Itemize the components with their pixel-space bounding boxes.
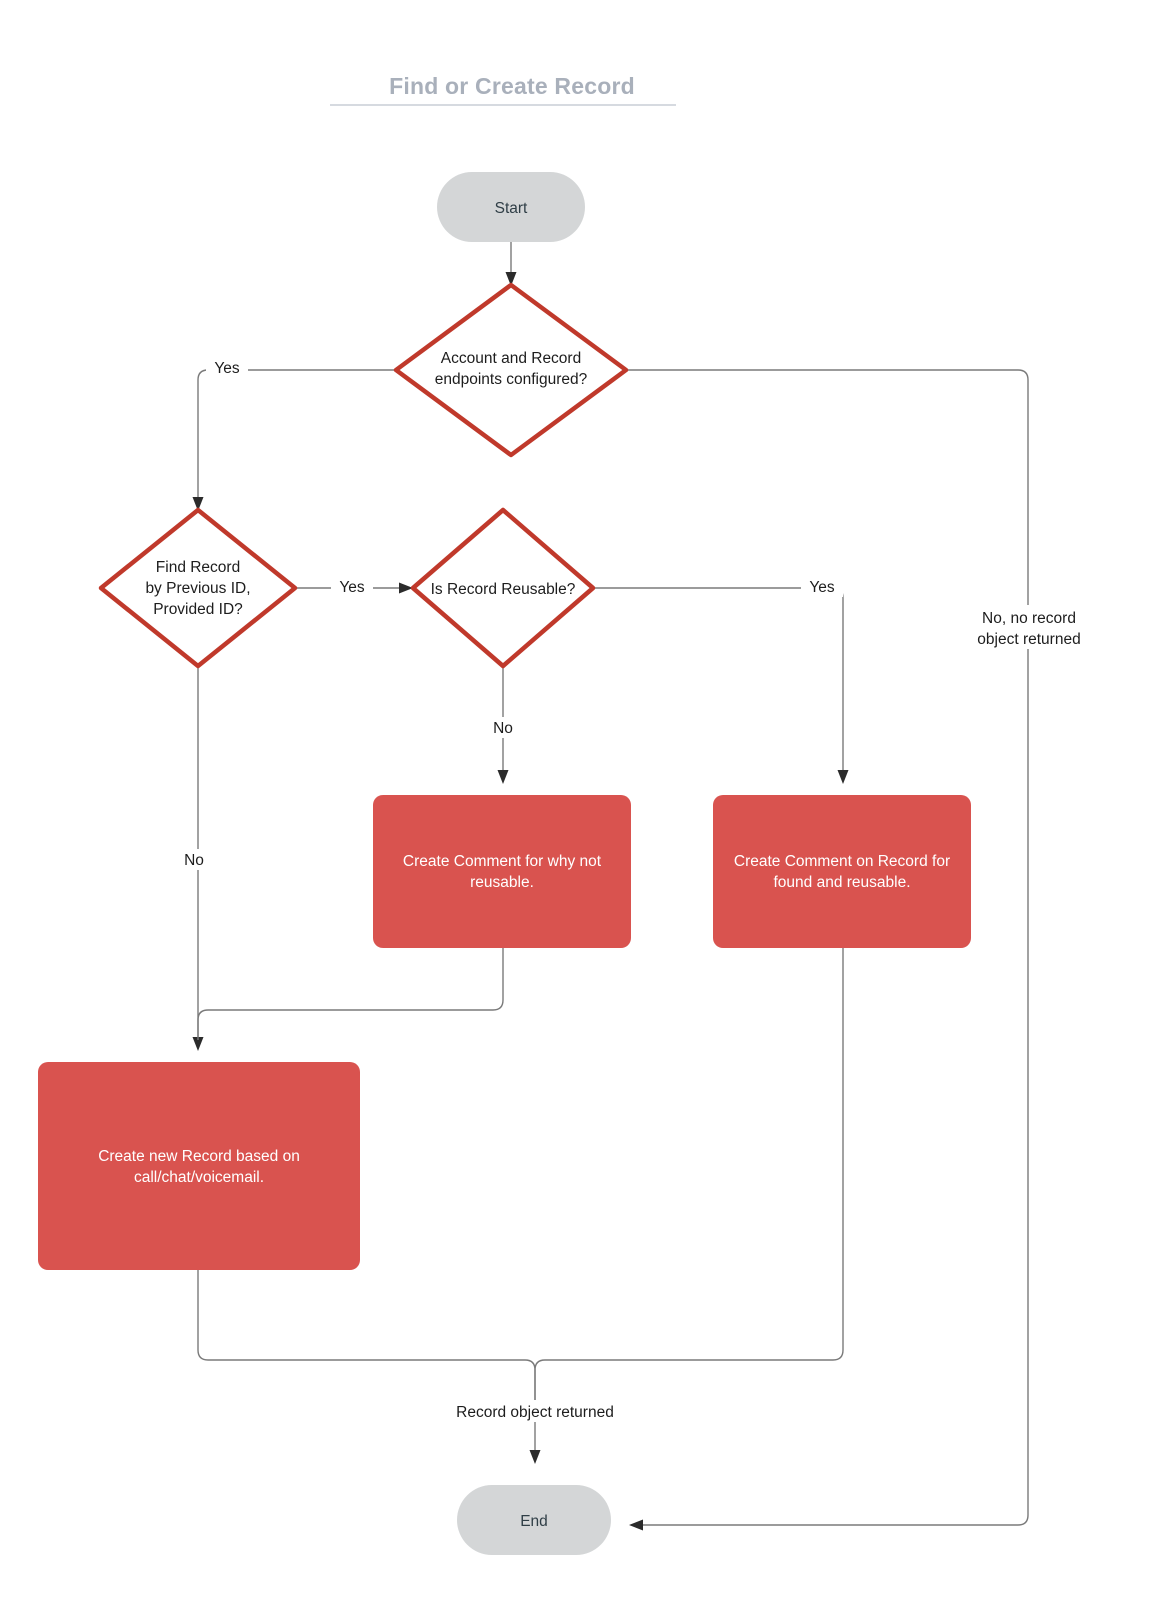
node-decision-find-record[interactable]: Find Record by Previous ID, Provided ID? — [98, 507, 298, 669]
edge-comment-not-reusable-to-create-record — [197, 948, 504, 1040]
edge-label-no-record-object-line1: No, no record — [982, 610, 1076, 627]
process-comment-on-record-line1: Create Comment on Record for — [734, 853, 950, 870]
process-comment-not-reusable-line2: reusable. — [470, 874, 534, 891]
decision-find-record-line1: Find Record — [156, 559, 240, 576]
edge-label-yes-reusable: Yes — [809, 579, 835, 596]
edge-label-bg-yes-find-record — [331, 576, 373, 597]
edge-label-bg-yes-reusable — [801, 576, 843, 597]
edge-label-no-find-record: No — [184, 852, 204, 869]
edge-label-bg-no-record-object — [958, 605, 1100, 649]
decision-endpoints-line2: endpoints configured? — [435, 371, 588, 388]
decision-reusable-line1: Is Record Reusable? — [431, 581, 576, 598]
edge-label-bg-no-reusable — [486, 717, 520, 738]
node-process-comment-on-record[interactable]: Create Comment on Record for found and r… — [713, 795, 971, 948]
start-shape — [437, 172, 585, 242]
edge-create-record-to-end — [197, 1270, 541, 1464]
end-label: End — [520, 1513, 548, 1530]
start-label: Start — [495, 200, 528, 217]
node-end[interactable]: End — [457, 1485, 611, 1555]
edge-start-to-endpoints — [505, 242, 517, 286]
process-comment-on-record-shape — [713, 795, 971, 948]
edge-label-bg-no-find-record — [177, 849, 211, 870]
edge-reusable-yes-to-comment-on-record — [593, 587, 849, 784]
node-decision-record-reusable[interactable]: Is Record Reusable? — [410, 507, 596, 669]
decision-find-record-line2: by Previous ID, — [145, 580, 250, 597]
edge-label-record-object-returned: Record object returned — [456, 1404, 614, 1421]
node-decision-endpoints-configured[interactable]: Account and Record endpoints configured? — [393, 282, 629, 458]
node-start[interactable]: Start — [437, 172, 585, 242]
edge-endpoints-yes-to-find-record — [192, 369, 396, 511]
process-comment-not-reusable-line1: Create Comment for why not — [403, 853, 602, 870]
edge-label-bg-yes-endpoints — [206, 357, 248, 378]
edge-comment-on-record-to-end — [534, 948, 844, 1400]
process-create-new-record-shape — [38, 1062, 360, 1270]
process-create-new-record-line1: Create new Record based on — [98, 1148, 300, 1165]
process-comment-not-reusable-shape — [373, 795, 631, 948]
decision-endpoints-line1: Account and Record — [441, 350, 581, 367]
edge-label-yes-find-record: Yes — [339, 579, 365, 596]
decision-find-record-line3: Provided ID? — [153, 601, 243, 618]
process-comment-on-record-line2: found and reusable. — [773, 874, 910, 891]
decision-endpoints-shape — [393, 282, 629, 458]
edge-label-no-reusable: No — [493, 720, 513, 737]
edge-label-bg-record-object-returned — [444, 1400, 626, 1422]
decision-find-record-shape — [98, 507, 298, 669]
process-create-new-record-line2: call/chat/voicemail. — [134, 1169, 264, 1186]
node-process-comment-not-reusable[interactable]: Create Comment for why not reusable. — [373, 795, 631, 948]
decision-reusable-shape — [410, 507, 596, 669]
edge-endpoints-no-to-end — [626, 369, 1029, 1531]
edge-label-yes-endpoints: Yes — [214, 360, 240, 377]
edge-label-no-record-object-line2: object returned — [977, 631, 1080, 648]
end-shape — [457, 1485, 611, 1555]
node-process-create-new-record[interactable]: Create new Record based on call/chat/voi… — [38, 1062, 360, 1270]
page-title: Find or Create Record — [389, 73, 635, 99]
